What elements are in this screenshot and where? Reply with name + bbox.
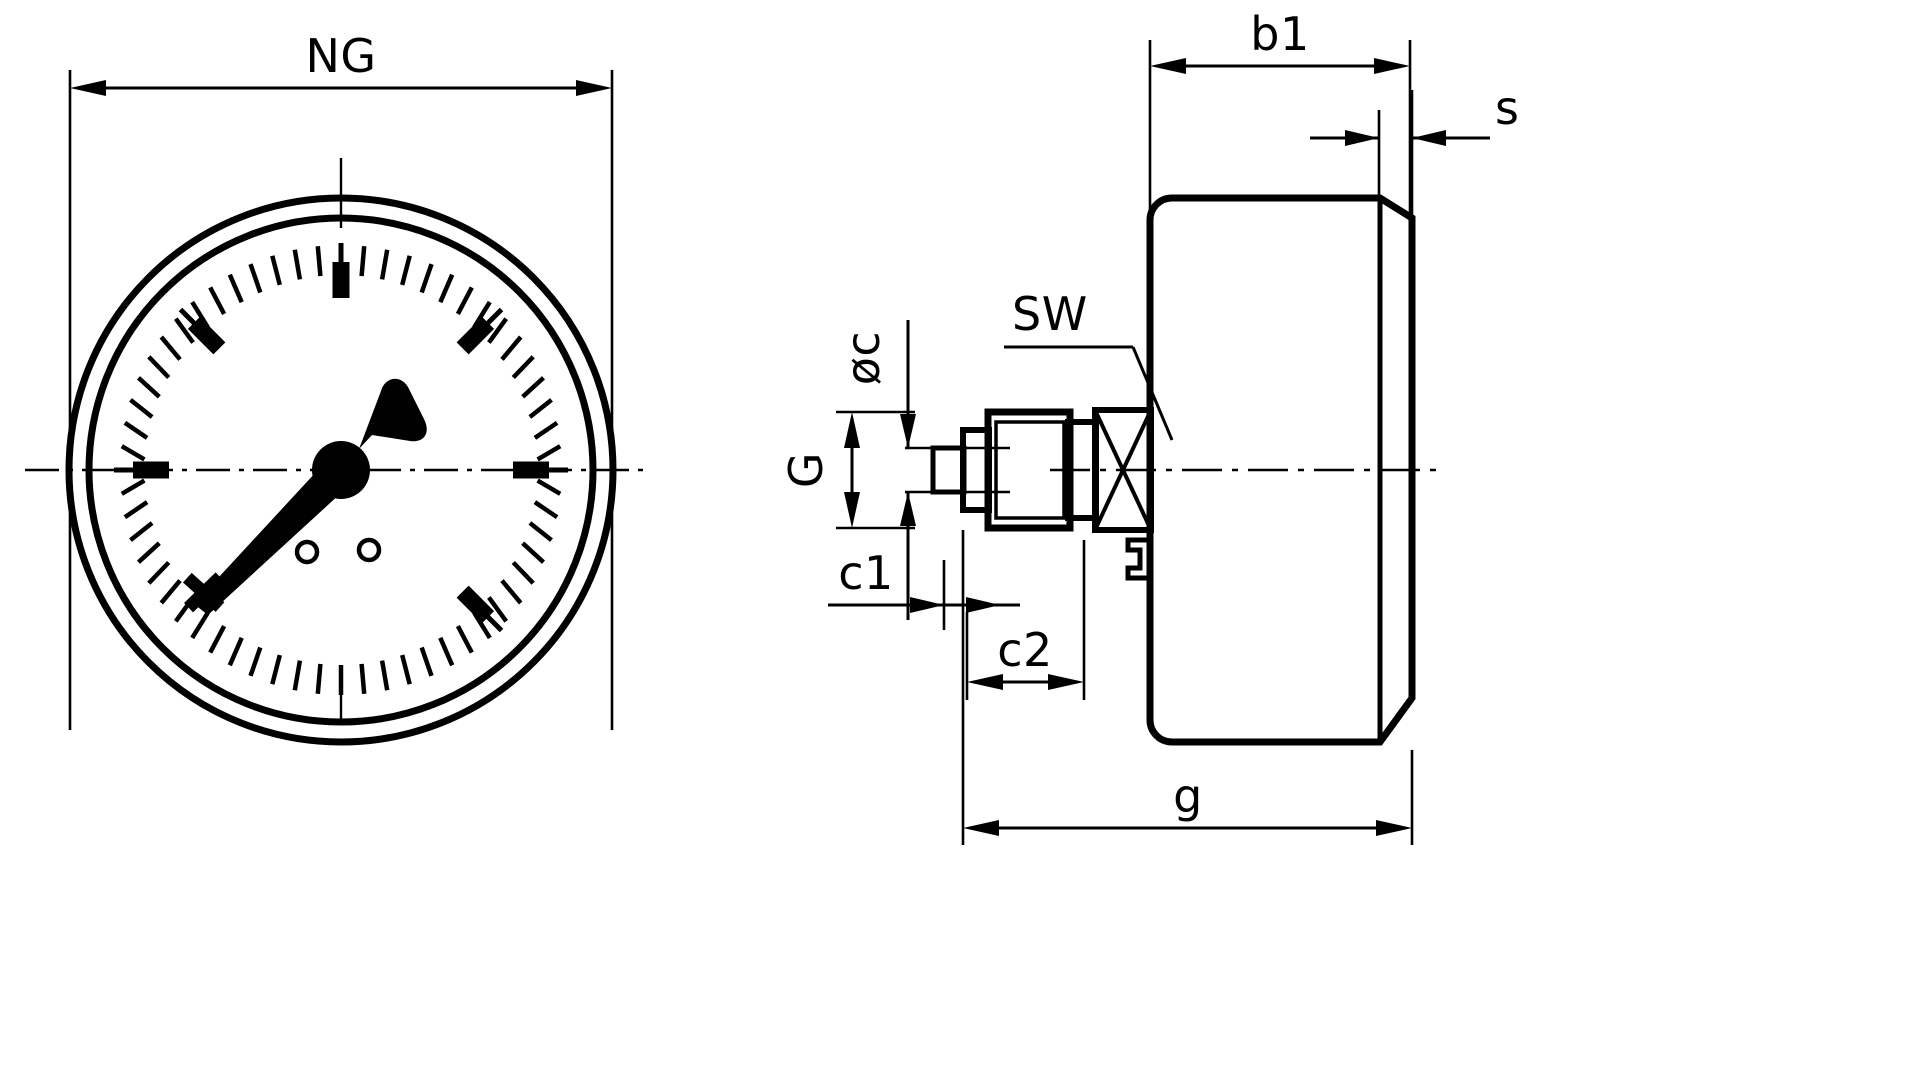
phi-c-label: øc (836, 331, 890, 385)
c1-label: c1 (838, 546, 894, 600)
phi-c-dimension: øc (836, 320, 1010, 620)
c2-arrow-right (1048, 674, 1084, 690)
side-view: b1 s SW (779, 7, 1519, 845)
dial-major-tick (178, 307, 226, 355)
dial-screw-hole (294, 539, 320, 565)
pointer-hub (312, 441, 370, 499)
dial-major-tick (456, 307, 504, 355)
dial-major-tick (513, 461, 568, 479)
sw-hex-cross-b (1093, 409, 1153, 531)
b1-dimension: b1 (1148, 7, 1412, 218)
ng-dimension: NG (68, 29, 614, 730)
gauge-case-body (1146, 194, 1416, 746)
ng-arrow-left (70, 80, 106, 96)
c1-dimension: c1 (828, 546, 946, 630)
dial-major-tick (332, 243, 350, 298)
g-dimension: g (961, 530, 1414, 845)
dial-screw-hole (356, 537, 382, 563)
gauge-case-outer-ring (65, 194, 617, 746)
G-arrow-bottom (844, 492, 860, 528)
b1-arrow-right (1374, 58, 1410, 74)
phi-c-arrow-top (900, 414, 916, 448)
sw-leader-diagonal (1131, 346, 1174, 441)
s-dimension: s (1310, 81, 1519, 215)
ng-label: NG (305, 29, 376, 83)
b1-label: b1 (1250, 7, 1309, 61)
c2-label: c2 (997, 623, 1053, 677)
dial-major-ticks (114, 243, 568, 633)
g-label: g (1173, 769, 1203, 823)
ng-arrow-right (576, 80, 612, 96)
s-arrow-right (1412, 130, 1446, 146)
mounting-clip (1125, 537, 1153, 581)
dial-major-tick (456, 585, 504, 633)
G-dimension: G (779, 410, 915, 530)
c1-arrow-inner (966, 597, 1000, 613)
c1-dimension-right-arrow (944, 597, 1020, 613)
c1-arrow (910, 597, 944, 613)
pointer-needle (194, 458, 353, 615)
b1-arrow-left (1150, 58, 1186, 74)
connection-thread-inner (994, 420, 1066, 520)
s-arrow-left (1345, 130, 1379, 146)
gauge-pointer (182, 378, 427, 615)
sw-label: SW (1012, 287, 1088, 341)
c2-arrow-left (967, 674, 1003, 690)
dial-minor-ticks (120, 245, 562, 695)
pointer-counterweight (359, 378, 427, 449)
s-label: s (1495, 81, 1519, 135)
gauge-bezel-ring (85, 214, 597, 726)
sw-leader: SW (1004, 287, 1174, 441)
pointer-tip-cross (182, 572, 225, 613)
g-arrow-right (1376, 820, 1412, 836)
c2-dimension: c2 (965, 540, 1086, 700)
G-arrow-top (844, 412, 860, 448)
G-label: G (779, 452, 833, 488)
g-arrow-left (963, 820, 999, 836)
dial-major-tick (114, 461, 169, 479)
phi-c-arrow-bottom (900, 492, 916, 526)
front-view: NG (25, 29, 650, 746)
mounting-clip-shape (1125, 537, 1153, 581)
